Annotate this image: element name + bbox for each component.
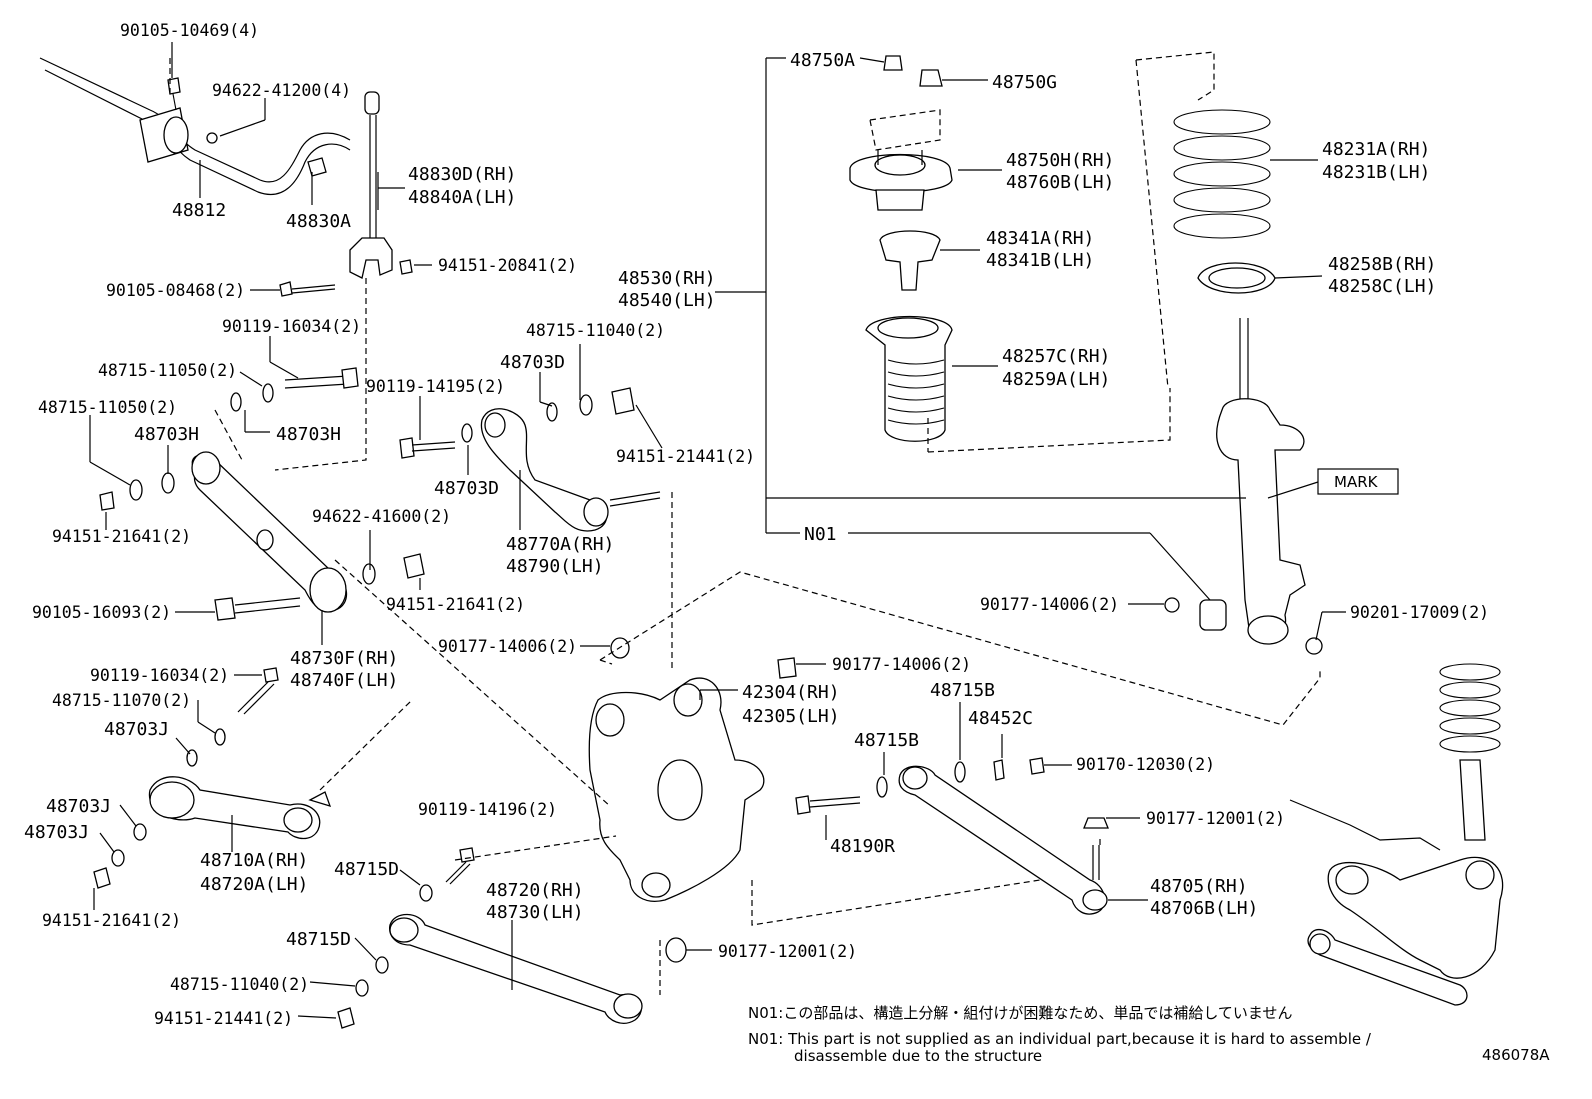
label-90170-12030: 90170-12030(2) <box>1076 755 1215 774</box>
label-48715-11050-b: 48715-11050(2) <box>38 398 177 417</box>
label-48760B-lh: 48760B(LH) <box>1006 172 1114 193</box>
label-48715-11070: 48715-11070(2) <box>52 691 191 710</box>
note-n01-english-2: disassemble due to the structure <box>794 1047 1042 1065</box>
label-48703D-b: 48703D <box>434 478 499 499</box>
label-48830D-rh: 48830D(RH) <box>408 164 516 185</box>
label-48530-rh: 48530(RH) <box>618 268 716 289</box>
label-48257C-rh: 48257C(RH) <box>1002 346 1110 367</box>
label-n01: N01 <box>804 524 837 545</box>
lower-arm-48720 <box>337 847 687 1029</box>
label-48720-rh: 48720(RH) <box>486 880 584 901</box>
label-48231A-rh: 48231A(RH) <box>1322 139 1430 160</box>
label-48750G: 48750G <box>992 72 1057 93</box>
label-48715D-a: 48715D <box>334 859 399 880</box>
label-90177-14006-c: 90177-14006(2) <box>980 595 1119 614</box>
label-90177-12001-a: 90177-12001(2) <box>718 942 857 961</box>
label-90105-10469: 90105-10469(4) <box>120 21 259 40</box>
note-n01-japanese: N01:この部品は、構造上分解・組付けが困難なため、単品では補給していません <box>748 1004 1292 1022</box>
upper-control-arm-left <box>99 367 425 621</box>
label-48258C-lh: 48258C(LH) <box>1328 276 1436 297</box>
label-48720A-lh: 48720A(LH) <box>200 874 308 895</box>
label-48730F-rh: 48730F(RH) <box>290 648 398 669</box>
label-48703J-b: 48703J <box>46 796 111 817</box>
label-48830A: 48830A <box>286 211 351 232</box>
leader-lines <box>89 42 1346 1019</box>
label-48710A-rh: 48710A(RH) <box>200 850 308 871</box>
label-90105-16093: 90105-16093(2) <box>32 603 171 622</box>
diagram-id: 486078A <box>1482 1046 1550 1064</box>
label-48703H-b: 48703H <box>134 424 199 445</box>
footnotes: N01:この部品は、構造上分解・組付けが困難なため、単品では補給していません N… <box>748 1004 1550 1065</box>
label-48750H-rh: 48750H(RH) <box>1006 150 1114 171</box>
label-48715D-b: 48715D <box>286 929 351 950</box>
label-90177-14006-a: 90177-14006(2) <box>438 637 577 656</box>
label-48703J-a: 48703J <box>104 719 169 740</box>
label-48715B-a: 48715B <box>930 680 995 701</box>
label-90105-08468: 90105-08468(2) <box>106 281 245 300</box>
label-48705-rh: 48705(RH) <box>1150 876 1248 897</box>
label-48703H-a: 48703H <box>276 424 341 445</box>
label-48750A: 48750A <box>790 50 855 71</box>
label-48452C: 48452C <box>968 708 1033 729</box>
label-94151-21441-a: 94151-21441(2) <box>616 447 755 466</box>
label-90201-17009: 90201-17009(2) <box>1350 603 1489 622</box>
shock-absorber-group <box>849 55 1323 655</box>
label-94151-21641-c: 94151-21641(2) <box>42 911 181 930</box>
label-94622-41600: 94622-41600(2) <box>312 507 451 526</box>
label-48730-lh: 48730(LH) <box>486 902 584 923</box>
label-90119-14196: 90119-14196(2) <box>418 800 557 819</box>
label-94151-20841: 94151-20841(2) <box>438 256 577 275</box>
part-labels: 90105-10469(4) 94622-41200(4) 48812 4883… <box>24 21 1489 1028</box>
label-48706B-lh: 48706B(LH) <box>1150 898 1258 919</box>
label-48259A-lh: 48259A(LH) <box>1002 369 1110 390</box>
lower-arm-48705 <box>777 657 1109 915</box>
label-48715B-b: 48715B <box>854 730 919 751</box>
label-94151-21441-b: 94151-21441(2) <box>154 1009 293 1028</box>
label-48715-11040-b: 48715-11040(2) <box>170 975 309 994</box>
label-48740F-lh: 48740F(LH) <box>290 670 398 691</box>
label-48341A-rh: 48341A(RH) <box>986 228 1094 249</box>
lower-arm-48710A <box>93 667 332 889</box>
label-48540-lh: 48540(LH) <box>618 290 716 311</box>
label-48190R: 48190R <box>830 836 895 857</box>
label-48341B-lh: 48341B(LH) <box>986 250 1094 271</box>
label-48715-11050-a: 48715-11050(2) <box>98 361 237 380</box>
label-mark: MARK <box>1334 473 1379 491</box>
label-48715-11040-a: 48715-11040(2) <box>526 321 665 340</box>
stabilizer-bar <box>39 57 351 195</box>
label-90177-12001-b: 90177-12001(2) <box>1146 809 1285 828</box>
note-n01-english-1: N01: This part is not supplied as an ind… <box>748 1030 1372 1048</box>
label-48703D-a: 48703D <box>500 352 565 373</box>
assembly-inset <box>1289 663 1504 1006</box>
label-48840A-lh: 48840A(LH) <box>408 187 516 208</box>
label-90119-16034-b: 90119-16034(2) <box>90 666 229 685</box>
label-42305-lh: 42305(LH) <box>742 706 840 727</box>
label-48770A-rh: 48770A(RH) <box>506 534 614 555</box>
stabilizer-link <box>279 91 413 297</box>
label-48231B-lh: 48231B(LH) <box>1322 162 1430 183</box>
label-94151-21641-a: 94151-21641(2) <box>52 527 191 546</box>
label-90177-14006-b: 90177-14006(2) <box>832 655 971 674</box>
label-48703J-c: 48703J <box>24 822 89 843</box>
label-42304-rh: 42304(RH) <box>742 682 840 703</box>
label-48812: 48812 <box>172 200 226 221</box>
label-94622-41200: 94622-41200(4) <box>212 81 351 100</box>
label-90119-16034-a: 90119-16034(2) <box>222 317 361 336</box>
label-48790-lh: 48790(LH) <box>506 556 604 577</box>
upper-arm-48770A <box>399 387 661 532</box>
steering-knuckle <box>588 637 765 902</box>
mark-box <box>1317 468 1399 495</box>
label-90119-14195: 90119-14195(2) <box>366 377 505 396</box>
label-48258B-rh: 48258B(RH) <box>1328 254 1436 275</box>
label-94151-21641-b: 94151-21641(2) <box>386 595 525 614</box>
